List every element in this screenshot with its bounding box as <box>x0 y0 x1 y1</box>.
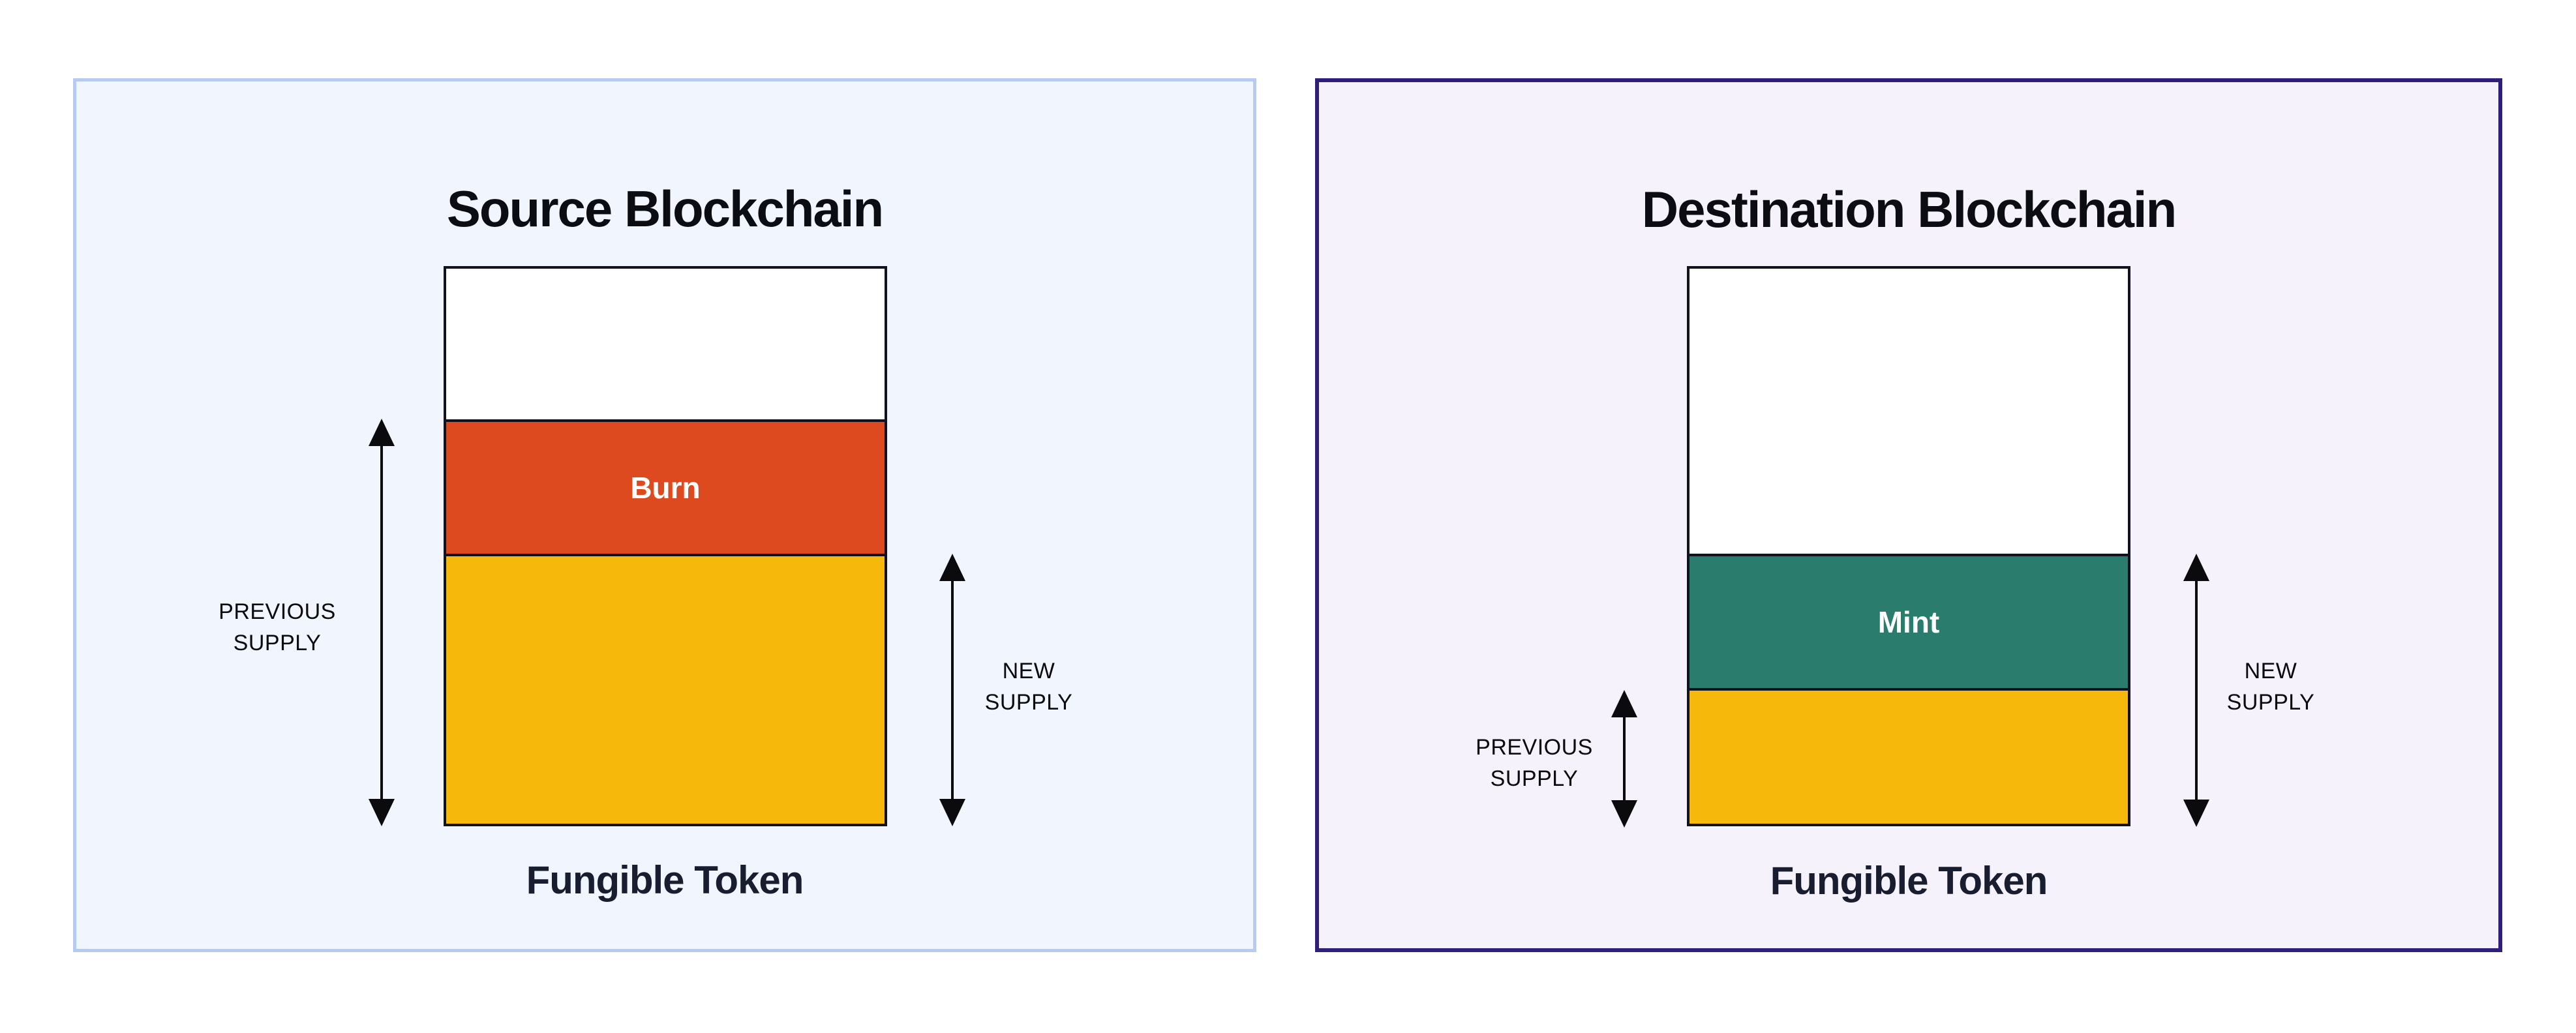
source-segment-burn: Burn <box>446 419 885 554</box>
arrow-up-icon <box>939 554 965 581</box>
arrow-up-icon <box>2183 554 2209 581</box>
destination-previous-supply-label: PREVIOUS SUPPLY <box>1410 732 1658 795</box>
destination-segment-previous <box>1690 688 2128 824</box>
label-line-2: SUPPLY <box>1490 766 1579 792</box>
arrow-down-icon <box>2183 800 2209 827</box>
arrow-up-icon <box>1611 690 1637 717</box>
destination-blockchain-panel: Destination Blockchain Mint PREVIOUS SUP… <box>1315 78 2502 952</box>
label-line-2: SUPPLY <box>2226 690 2315 715</box>
arrow-down-icon <box>939 799 965 826</box>
label-line-1: NEW <box>2244 659 2297 683</box>
destination-segment-headroom <box>1690 269 2128 554</box>
label-line-2: SUPPLY <box>233 631 322 656</box>
label-line-1: PREVIOUS <box>219 599 336 624</box>
label-line-1: PREVIOUS <box>1476 735 1593 760</box>
source-panel-title: Source Blockchain <box>446 179 884 237</box>
label-line-2: SUPPLY <box>984 690 1073 715</box>
source-token-supply-box: Burn <box>444 266 887 826</box>
destination-new-supply-arrow <box>2183 554 2209 827</box>
source-new-supply-arrow <box>939 554 965 826</box>
arrow-shaft <box>1623 717 1626 800</box>
destination-segment-mint: Mint <box>1690 553 2128 689</box>
arrow-shaft <box>380 446 383 799</box>
source-panel-caption: Fungible Token <box>526 858 804 902</box>
arrow-up-icon <box>369 419 395 446</box>
arrow-shaft <box>2195 581 2198 800</box>
source-new-supply-label: NEW SUPPLY <box>918 655 1140 719</box>
destination-panel-title: Destination Blockchain <box>1641 180 2177 238</box>
source-previous-supply-label: PREVIOUS SUPPLY <box>153 596 401 659</box>
label-line-1: NEW <box>1002 659 1055 683</box>
source-blockchain-panel: Source Blockchain Burn PREVIOUS SUPPLY N… <box>73 78 1256 952</box>
destination-new-supply-label: NEW SUPPLY <box>2160 655 2382 719</box>
arrow-shaft <box>951 581 954 799</box>
destination-token-supply-box: Mint <box>1687 266 2130 826</box>
destination-panel-caption: Fungible Token <box>1770 859 2048 903</box>
source-segment-remaining <box>446 553 885 824</box>
arrow-down-icon <box>1611 800 1637 828</box>
arrow-down-icon <box>369 799 395 826</box>
source-segment-headroom <box>446 269 885 420</box>
source-previous-supply-arrow <box>369 419 395 826</box>
destination-previous-supply-arrow <box>1611 690 1637 828</box>
